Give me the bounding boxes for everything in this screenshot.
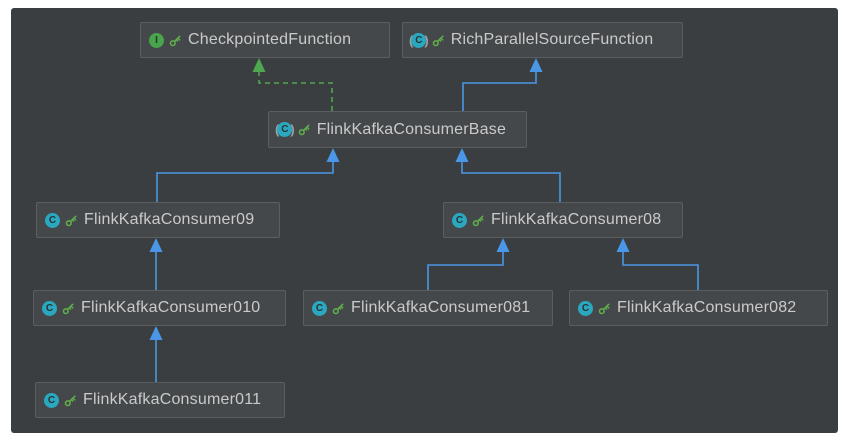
class-icon: C bbox=[452, 212, 467, 228]
key-icon bbox=[472, 214, 485, 227]
class-node-label: FlinkKafkaConsumer011 bbox=[83, 391, 262, 408]
class-icon: C bbox=[312, 300, 327, 316]
key-icon bbox=[62, 302, 75, 315]
key-icon bbox=[64, 394, 77, 407]
class-letter: C bbox=[452, 212, 467, 228]
key-icon bbox=[65, 214, 78, 227]
key-icon bbox=[169, 34, 182, 47]
class-letter: C bbox=[45, 212, 60, 228]
abstract-class-icon: (C) bbox=[275, 122, 295, 137]
interface-letter: I bbox=[149, 32, 164, 48]
class-node-FlinkKafkaConsumerBase[interactable]: (C) FlinkKafkaConsumerBase bbox=[268, 111, 527, 148]
class-node-FlinkKafkaConsumer082[interactable]: C FlinkKafkaConsumer082 bbox=[569, 290, 828, 326]
interface-icon: I bbox=[149, 32, 164, 48]
class-node-label: RichParallelSourceFunction bbox=[450, 31, 654, 48]
class-letter: C bbox=[277, 122, 293, 137]
class-node-CheckpointedFunction[interactable]: I CheckpointedFunction bbox=[140, 22, 390, 58]
class-letter: C bbox=[411, 32, 427, 48]
class-letter: C bbox=[578, 300, 593, 316]
abstract-class-icon: (C) bbox=[409, 32, 429, 48]
class-node-label: FlinkKafkaConsumer010 bbox=[81, 299, 261, 316]
class-node-FlinkKafkaConsumer010[interactable]: C FlinkKafkaConsumer010 bbox=[33, 290, 286, 326]
class-node-label: FlinkKafkaConsumer09 bbox=[84, 211, 255, 228]
class-node-FlinkKafkaConsumer09[interactable]: C FlinkKafkaConsumer09 bbox=[36, 202, 280, 238]
class-icon: C bbox=[44, 392, 59, 408]
class-letter: C bbox=[44, 392, 59, 408]
class-node-label: FlinkKafkaConsumer081 bbox=[351, 299, 531, 316]
class-node-FlinkKafkaConsumer08[interactable]: C FlinkKafkaConsumer08 bbox=[443, 202, 683, 238]
class-node-label: FlinkKafkaConsumer08 bbox=[491, 211, 662, 228]
class-node-RichParallelSourceFunction[interactable]: (C) RichParallelSourceFunction bbox=[402, 22, 683, 58]
class-node-FlinkKafkaConsumer011[interactable]: C FlinkKafkaConsumer011 bbox=[35, 382, 285, 418]
class-node-label: CheckpointedFunction bbox=[188, 31, 352, 48]
class-icon: C bbox=[578, 300, 593, 316]
class-icon: C bbox=[42, 300, 57, 316]
key-icon bbox=[598, 302, 611, 315]
key-icon bbox=[298, 123, 311, 136]
key-icon bbox=[332, 302, 345, 315]
class-node-FlinkKafkaConsumer081[interactable]: C FlinkKafkaConsumer081 bbox=[303, 290, 553, 326]
key-icon bbox=[432, 34, 445, 47]
class-icon: C bbox=[45, 212, 60, 228]
class-node-label: FlinkKafkaConsumer082 bbox=[617, 299, 797, 316]
class-node-label: FlinkKafkaConsumerBase bbox=[316, 120, 507, 138]
class-letter: C bbox=[312, 300, 327, 316]
class-letter: C bbox=[42, 300, 57, 316]
